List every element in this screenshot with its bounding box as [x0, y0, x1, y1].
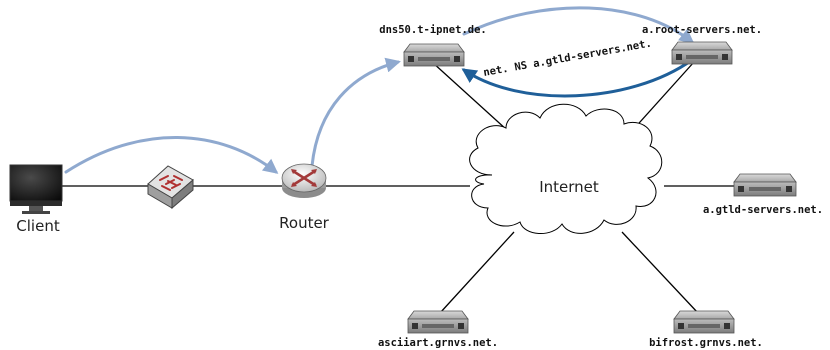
server-gtld: a.gtld-servers.net. [703, 173, 823, 216]
arrow-client-to-router [64, 136, 279, 174]
bifrost-label: bifrost.grnvs.net. [649, 337, 763, 349]
root-label: a.root-servers.net. [642, 24, 762, 36]
server-icon [673, 310, 735, 334]
server-dns50: dns50.t-ipnet.de. [379, 24, 487, 67]
monitor-icon [9, 164, 63, 214]
server-bifrost: bifrost.grnvs.net. [649, 310, 763, 349]
asciiart-label: asciiart.grnvs.net. [378, 337, 498, 349]
internet-label: Internet [539, 178, 599, 196]
gtld-label: a.gtld-servers.net. [703, 204, 823, 216]
server-icon [671, 41, 733, 65]
link-internet-asciiart [439, 231, 515, 314]
query-arrows [64, 6, 695, 174]
server-icon [733, 173, 797, 197]
arrow-router-to-dns [310, 57, 401, 168]
server-icon [403, 43, 465, 67]
arrow-root-to-dns [461, 58, 694, 98]
client-label: Client [16, 217, 60, 235]
router-label: Router [279, 214, 330, 232]
arrow-dns-to-root [462, 6, 695, 44]
referral-label: net. NS a.gtld-servers.net. [482, 37, 652, 78]
server-icon [407, 310, 469, 334]
server-asciiart: asciiart.grnvs.net. [378, 310, 498, 349]
switch-icon [147, 165, 194, 210]
router-icon [281, 163, 327, 198]
cloud-icon [469, 103, 663, 234]
server-root: a.root-servers.net. [642, 24, 762, 65]
dns50-label: dns50.t-ipnet.de. [379, 24, 486, 36]
link-internet-bifrost [621, 231, 699, 314]
